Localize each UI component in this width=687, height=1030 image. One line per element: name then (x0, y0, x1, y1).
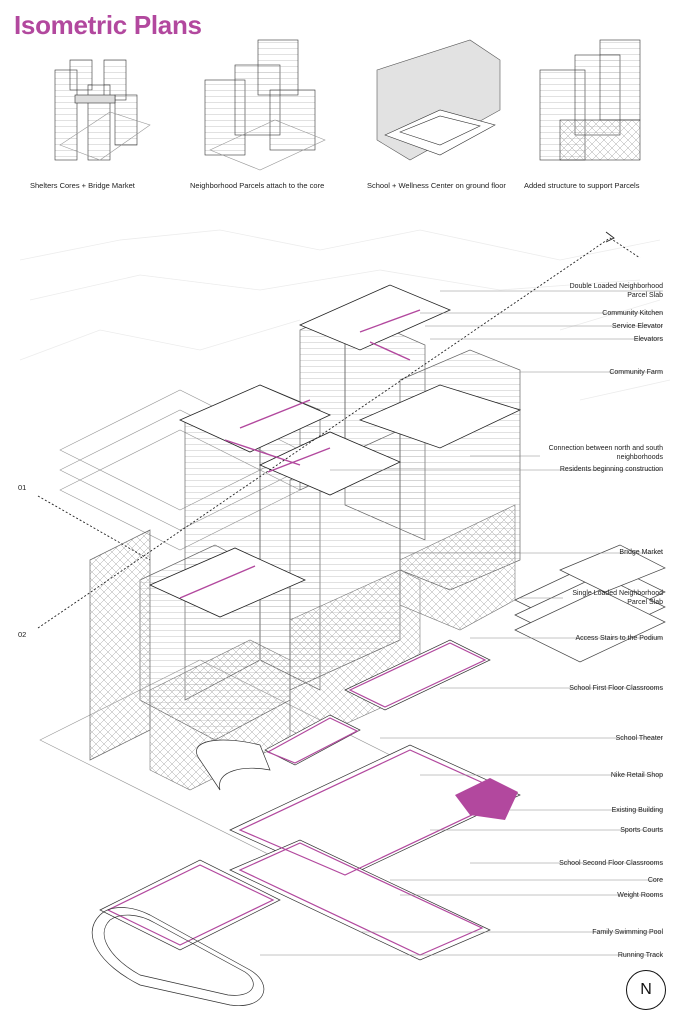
step-caption-4: Added structure to support Parcels (524, 181, 640, 190)
label-swimming-pool: Family Swimming Pool (592, 929, 663, 936)
existing-building-fill (455, 778, 518, 820)
step-diagram-3 (376, 39, 501, 161)
label-nike-retail: Nike Retail Shop (610, 772, 663, 779)
label-running-track: Running Track (617, 952, 663, 959)
label-school-theater: School Theater (615, 735, 663, 742)
label-existing-building: Existing Building (611, 807, 663, 814)
section-marker-02: 02 (18, 630, 27, 639)
label-sports-courts: Sports Courts (620, 827, 663, 834)
section-marker-01: 01 (18, 483, 27, 492)
step-diagram-1 (54, 59, 151, 161)
label-connection: Connection between north and south neigh… (548, 445, 663, 461)
label-core: Core (647, 877, 663, 884)
page-title: Isometric Plans (14, 10, 202, 40)
north-arrow-icon: N (626, 970, 666, 1010)
label-single-loaded-slab: Single Loaded Neighborhood Parcel Slab (572, 590, 663, 606)
label-double-loaded-slab: Double Loaded Neighborhood Parcel Slab (569, 283, 663, 299)
step-caption-3: School + Wellness Center on ground floor (367, 181, 506, 190)
label-service-elevator: Service Elevator (612, 323, 663, 330)
label-school-second-floor: School Second Floor Classrooms (559, 860, 663, 867)
step-caption-1: Shelters Cores + Bridge Market (30, 181, 135, 190)
label-access-stairs: Access Stairs to the Podium (575, 635, 663, 642)
step-caption-2: Neighborhood Parcels attach to the core (190, 181, 325, 190)
step-diagram-4 (539, 39, 641, 161)
label-residents-construction: Residents beginning construction (559, 466, 663, 473)
label-community-farm: Community Farm (609, 369, 663, 376)
label-weight-rooms: Weight Rooms (617, 892, 663, 899)
step-diagram-2 (204, 39, 326, 171)
label-elevators: Elevators (633, 336, 663, 343)
label-school-first-floor: School First Floor Classrooms (569, 685, 663, 692)
north-label: N (640, 981, 652, 998)
label-bridge-market: Bridge Market (619, 549, 663, 556)
label-community-kitchen: Community Kitchen (602, 310, 663, 317)
